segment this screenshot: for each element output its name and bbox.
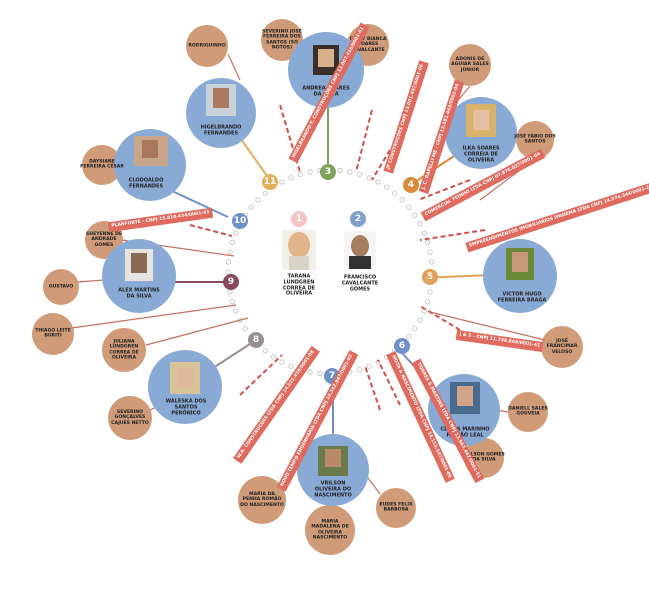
ring-dot <box>427 289 433 295</box>
relative-node <box>508 392 548 432</box>
ring-dot <box>424 239 431 245</box>
hub-name-7: VRILSON OLIVEIRA DO NASCIMENTO <box>314 480 352 498</box>
ring-dot <box>366 175 372 181</box>
center-name-1: TARANA LUNDGREN CORREA DE OLIVEIRA <box>282 273 316 297</box>
ring-dot <box>233 308 239 314</box>
relative-node <box>516 121 554 159</box>
relative-node <box>376 488 416 528</box>
relative-name: CINDY BIANCA SOARES CAVALCANTE <box>349 37 387 53</box>
ring-dot <box>366 363 372 369</box>
relative-name: EUDES FELIX BARBOSA <box>379 502 413 513</box>
badge-10: 10 <box>232 213 248 229</box>
company-links <box>189 104 486 413</box>
ring-dot <box>227 249 233 255</box>
ring-dot <box>406 334 412 340</box>
badge-1: 1 <box>291 211 307 227</box>
badge-8: 8 <box>248 332 264 348</box>
ring-dot <box>229 239 235 245</box>
relative-name: SEVERINO GONÇALVES CAJUÉS NETTO <box>111 410 149 426</box>
relative-name: DANIELL SALES GOUVEIA <box>508 406 548 417</box>
relative-node <box>238 476 286 524</box>
ring-dot <box>356 366 363 373</box>
ring-dot <box>307 169 313 175</box>
hub-name-10: CLODOALDO FERNANDES <box>128 177 164 189</box>
relative-node <box>32 313 74 355</box>
ring-dot <box>288 175 294 181</box>
dotted-ring <box>225 167 435 377</box>
relative-node <box>305 505 355 555</box>
ring-dot <box>270 354 276 360</box>
ring-dot <box>412 326 418 332</box>
relative-node <box>186 25 228 67</box>
hub-name-5: VICTOR HUGO FERREIRA BRAGA <box>497 291 547 303</box>
ring-dot <box>347 169 353 175</box>
relative-node <box>102 328 146 372</box>
relative-node <box>541 326 583 368</box>
ring-dot <box>392 190 398 196</box>
relative-name: THIAGO LEITE BURITI <box>35 328 71 339</box>
ring-dot <box>421 230 427 236</box>
ring-dot <box>375 179 381 185</box>
ring-dot <box>307 369 313 375</box>
ring-dot <box>225 259 232 265</box>
ring-dot <box>227 289 233 295</box>
relative-name: GUSTAVO <box>48 284 74 290</box>
ring-dot <box>406 204 412 210</box>
relative-name: DAYSIANE FERREIRA CÉSAR <box>80 159 124 170</box>
badge-6: 6 <box>394 338 410 354</box>
ring-dot <box>288 363 294 369</box>
ring-dot <box>356 171 363 177</box>
photos <box>125 45 534 476</box>
relative-name: JULIANA LUNDGREN CORREA DE OLIVEIRA <box>109 339 139 361</box>
ring-dot <box>412 212 418 218</box>
relative-node <box>108 396 152 440</box>
badge-3: 3 <box>320 164 336 180</box>
hub-name-4: ILKA SOARES CORREIA DE OLIVEIRA <box>462 145 500 163</box>
hub-name-11: HIGELBRANDO FERNANDES <box>200 124 242 136</box>
ring-dot <box>297 171 303 177</box>
ring-dot <box>317 370 323 377</box>
ring-dot <box>427 249 433 255</box>
relative-name: SEVERINO JOSÉ FERREIRA DOS SANTOS (SÓ NO… <box>262 29 302 51</box>
ring-dot <box>384 184 390 190</box>
relative-name: MARIA DA PENHA ROMÃO DO NASCIMENTO <box>240 492 284 508</box>
badge-9: 9 <box>223 274 239 290</box>
ring-dot <box>242 326 248 332</box>
relative-name: RODRIGUINHO <box>188 43 226 49</box>
center-name-2: FRANCISCO CAVALCANTE GOMES <box>341 274 379 292</box>
relative-name: JOSÉ FRANCIMAR VELOSO <box>546 339 578 355</box>
ring-dot <box>279 359 285 365</box>
ring-dot <box>248 204 254 210</box>
badge-11: 11 <box>262 174 278 190</box>
badge-4: 4 <box>403 177 419 193</box>
relative-node <box>43 269 79 305</box>
ring-dot <box>229 298 235 305</box>
relative-name: JOSÉ FÁBIO DOS SANTOS <box>514 134 556 145</box>
ring-dot <box>337 167 343 174</box>
relative-name: ADONIS DE AGUIAR SALES JÚNIOR <box>451 57 489 73</box>
relative-node <box>82 145 122 185</box>
relative-name: JOILSON GOMES DA SILVA <box>463 452 505 463</box>
ring-dot <box>279 179 285 185</box>
relative-name: MARIA MADALENA DE OLIVEIRA NASCIMENTO <box>311 519 349 541</box>
relative-name: SHEYENNE DE ANDRADE GOMES <box>85 232 123 248</box>
hub-name-8: WALESKA DOS SANTOS PERÔNICO <box>165 398 207 416</box>
ring-dot <box>255 197 261 203</box>
hub-name-6: CLOVIS MARINHO FALCÃO LEAL <box>440 426 490 438</box>
ring-dot <box>262 348 268 354</box>
ring-dot <box>399 197 405 203</box>
ring-dot <box>428 259 435 265</box>
badge-2: 2 <box>350 211 366 227</box>
relative-node <box>261 19 303 61</box>
ring-dot <box>417 221 423 227</box>
ring-dot <box>262 190 268 196</box>
ring-dot <box>417 317 423 323</box>
ring-dot <box>424 298 431 305</box>
hub-name-9: ALEX MARTINS DA SILVA <box>118 287 160 299</box>
ring-dot <box>233 230 239 236</box>
badge-5: 5 <box>422 269 438 285</box>
relative-node <box>449 44 491 86</box>
